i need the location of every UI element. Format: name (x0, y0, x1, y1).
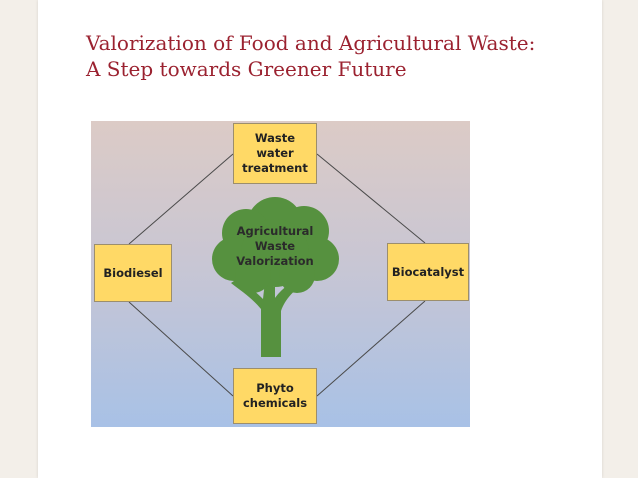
node-bottom-line-1: Phyto (256, 381, 294, 395)
title-line-2: A Step towards Greener Future (86, 57, 407, 81)
node-biodiesel: Biodiesel (94, 244, 172, 302)
center-label-line-1: Agricultural (236, 224, 314, 238)
valorization-diagram: Agricultural Waste Valorization Waste wa… (91, 121, 470, 427)
connector-bottom-left (128, 301, 234, 397)
connector-top-left (128, 153, 234, 245)
tree-icon (212, 197, 339, 357)
node-right-line-1: Biocatalyst (391, 264, 465, 279)
node-wastewater-treatment: Waste water treatment (233, 123, 317, 184)
node-top-line-1: Waste (254, 131, 296, 145)
slide-title: Valorization of Food and Agricultural Wa… (86, 30, 586, 82)
center-label: Agricultural Waste Valorization (216, 224, 334, 269)
node-top-line-2: water (256, 146, 294, 160)
title-line-1: Valorization of Food and Agricultural Wa… (86, 31, 536, 55)
node-phytochemicals: Phyto chemicals (233, 368, 317, 424)
node-top-line-3: treatment (242, 161, 308, 175)
node-bottom-line-2: chemicals (242, 396, 308, 410)
node-biocatalyst: Biocatalyst (387, 243, 469, 301)
center-label-line-3: Valorization (236, 254, 314, 268)
connector-top-right (316, 153, 426, 244)
node-left-line-1: Biodiesel (103, 265, 163, 280)
connector-bottom-right (316, 300, 426, 397)
diagram-graphics (128, 153, 426, 397)
center-label-line-2: Waste (254, 239, 296, 253)
